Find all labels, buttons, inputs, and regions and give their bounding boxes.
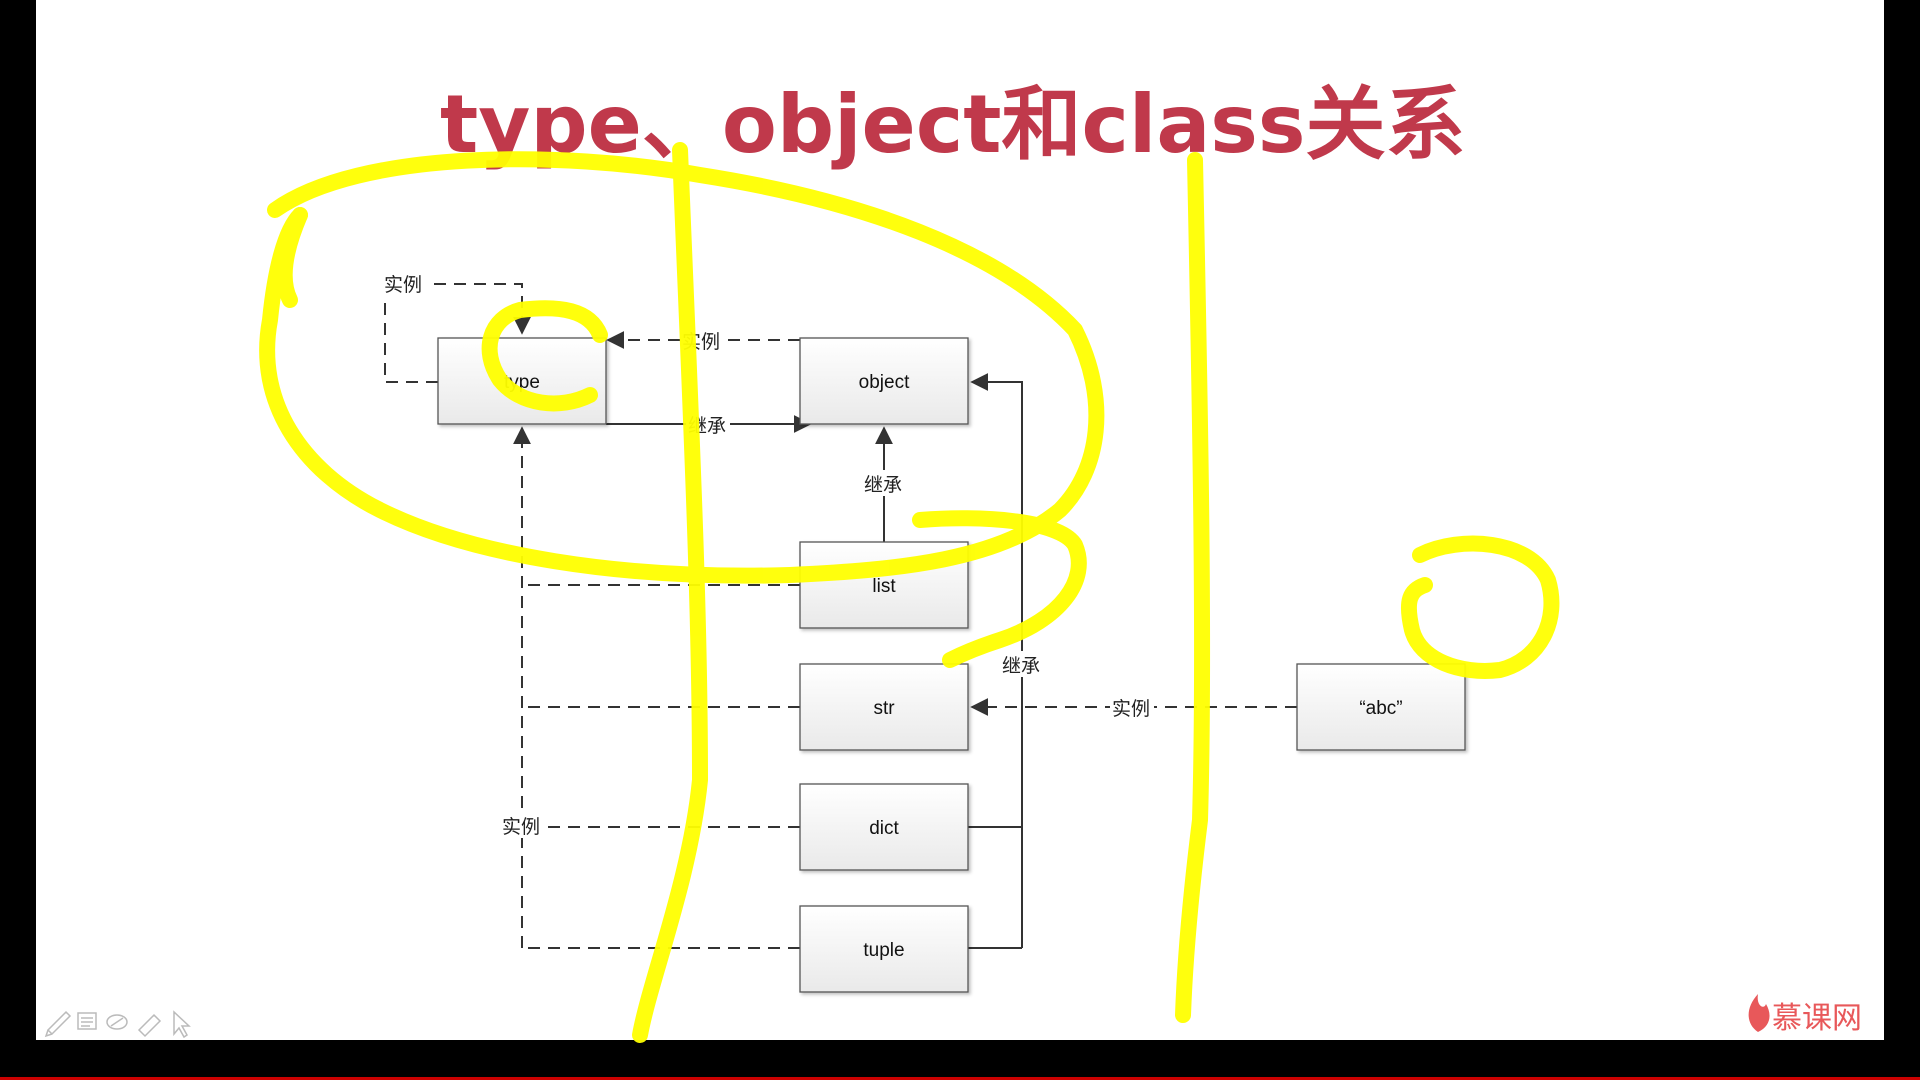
label-abc-instance-of-str: 实例	[1112, 698, 1150, 720]
node-type: type	[437, 337, 607, 425]
annotation-ellipse	[259, 151, 1105, 584]
highlighter-icon[interactable]	[137, 1013, 162, 1038]
brand-logo-text: 慕课网	[1772, 1001, 1862, 1036]
whiteboard-icon[interactable]	[77, 1012, 97, 1030]
annotation-circle-type	[481, 300, 608, 412]
label-builtins-instance-of-type: 实例	[502, 816, 540, 838]
node-dict: dict	[799, 783, 969, 871]
node-object-label: object	[859, 372, 910, 393]
label-list-inherits-object: 继承	[864, 474, 902, 496]
pen-icon[interactable]	[44, 1010, 72, 1038]
node-list-label: list	[872, 576, 896, 597]
edge-builtins-inherit-object	[970, 373, 1023, 948]
brand-logo: 慕课网	[1748, 994, 1862, 1036]
annotation-vertical-line-1	[632, 142, 708, 1043]
node-dict-label: dict	[869, 818, 899, 839]
node-tuple-label: tuple	[863, 940, 904, 961]
node-tuple: tuple	[799, 905, 969, 993]
eraser-icon[interactable]	[106, 1014, 128, 1030]
annotation-vertical-line-2	[1175, 152, 1211, 1023]
node-str: str	[799, 663, 969, 751]
flame-icon	[1748, 994, 1770, 1032]
node-object: object	[799, 337, 969, 425]
annotation-list-scribble	[912, 510, 1087, 668]
node-abc: “abc”	[1296, 663, 1466, 751]
pointer-icon[interactable]	[173, 1010, 191, 1039]
node-str-label: str	[873, 698, 895, 719]
node-abc-label: “abc”	[1359, 698, 1402, 719]
label-type-self-instance: 实例	[384, 274, 422, 296]
label-builtins-inherit-object: 继承	[1002, 655, 1040, 677]
annotation-ellipse-tail	[276, 207, 308, 308]
progress-bar[interactable]	[0, 1077, 1920, 1080]
annotation-circle-abc	[1400, 535, 1560, 679]
